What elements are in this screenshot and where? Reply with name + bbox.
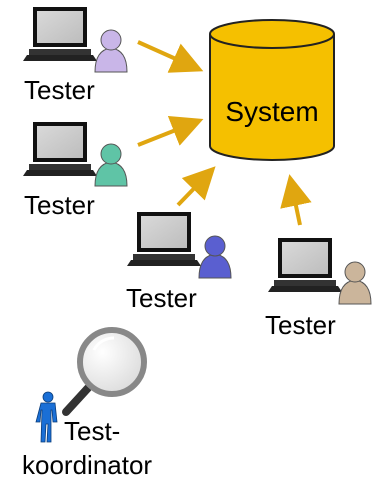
tester-label: Tester [126, 283, 197, 313]
tester-3: Tester [126, 212, 232, 313]
person-icon [94, 143, 128, 187]
person-icon [94, 29, 128, 73]
arrow-tester2-to-system [137, 115, 204, 147]
system-database: System [209, 19, 335, 161]
laptop-user-icon [268, 238, 372, 305]
person-figure-icon [35, 391, 58, 443]
test-coordinator: Test- koordinator [22, 327, 152, 480]
system-label: System [225, 96, 318, 127]
person-icon [338, 261, 372, 305]
person-icon [198, 235, 232, 279]
laptop-user-icon [127, 212, 232, 279]
coordinator-label-line1: Test- [64, 416, 120, 446]
laptop-user-icon [23, 7, 128, 73]
tester-1: Tester [23, 7, 128, 105]
magnifier-icon [62, 327, 147, 416]
tester-label: Tester [24, 75, 95, 105]
arrow-tester1-to-system [137, 40, 204, 73]
laptop-user-icon [23, 122, 128, 187]
database-top [209, 19, 335, 49]
arrows [137, 40, 312, 226]
coordinator-label-line2: koordinator [22, 450, 152, 480]
database-cylinder-icon [209, 34, 335, 161]
tester-4: Tester [265, 238, 372, 340]
arrow-tester4-to-system [280, 174, 312, 226]
tester-2: Tester [23, 122, 128, 220]
arrow-tester3-to-system [176, 166, 216, 207]
tester-label: Tester [24, 190, 95, 220]
tester-label: Tester [265, 310, 336, 340]
